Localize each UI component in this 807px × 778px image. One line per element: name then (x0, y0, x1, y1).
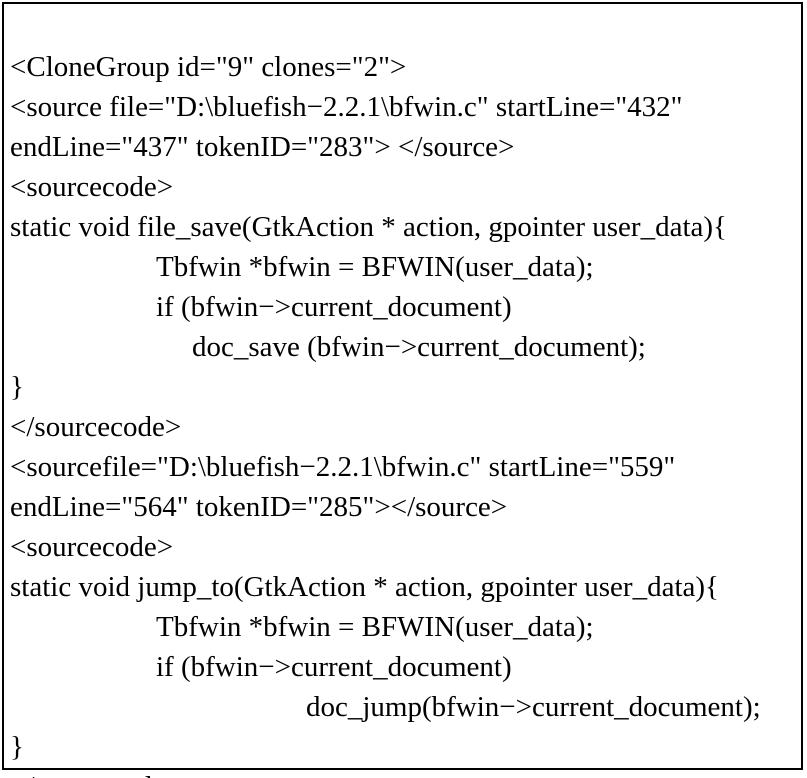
code-line: endLine="437" tokenID="283"> </source> (10, 131, 515, 163)
code-line: <CloneGroup id="9" clones="2"> (10, 51, 407, 83)
xml-clone-group-listing: <CloneGroup id="9" clones="2"> <source fi… (4, 33, 801, 778)
code-line: Tbfwin *bfwin = BFWIN(user_data); (156, 251, 594, 283)
code-line: if (bfwin−>current_document) (156, 651, 512, 683)
code-line: <sourcecode> (10, 171, 174, 203)
code-line: Tbfwin *bfwin = BFWIN(user_data); (156, 611, 594, 643)
code-line: static void jump_to(GtkAction * action, … (10, 571, 719, 603)
code-line: if (bfwin−>current_document) (156, 291, 512, 323)
code-line: </sourcecode> (10, 767, 801, 778)
code-line: <sourcecode> (10, 531, 174, 563)
code-line: <sourcefile="D:\bluefish−2.2.1\bfwin.c" … (10, 451, 676, 483)
code-line: } (10, 371, 24, 403)
code-block: <CloneGroup id="9" clones="2"> <source fi… (10, 47, 801, 778)
code-line: doc_jump(bfwin−>current_document); (306, 691, 761, 723)
code-line: endLine="564" tokenID="285"></source> (10, 491, 508, 523)
code-line: <source file="D:\bluefish−2.2.1\bfwin.c"… (10, 91, 683, 123)
code-line: static void file_save(GtkAction * action… (10, 211, 727, 243)
code-line: } (10, 731, 24, 763)
code-line: </sourcecode> (10, 411, 182, 443)
code-line: doc_save (bfwin−>current_document); (192, 331, 646, 363)
